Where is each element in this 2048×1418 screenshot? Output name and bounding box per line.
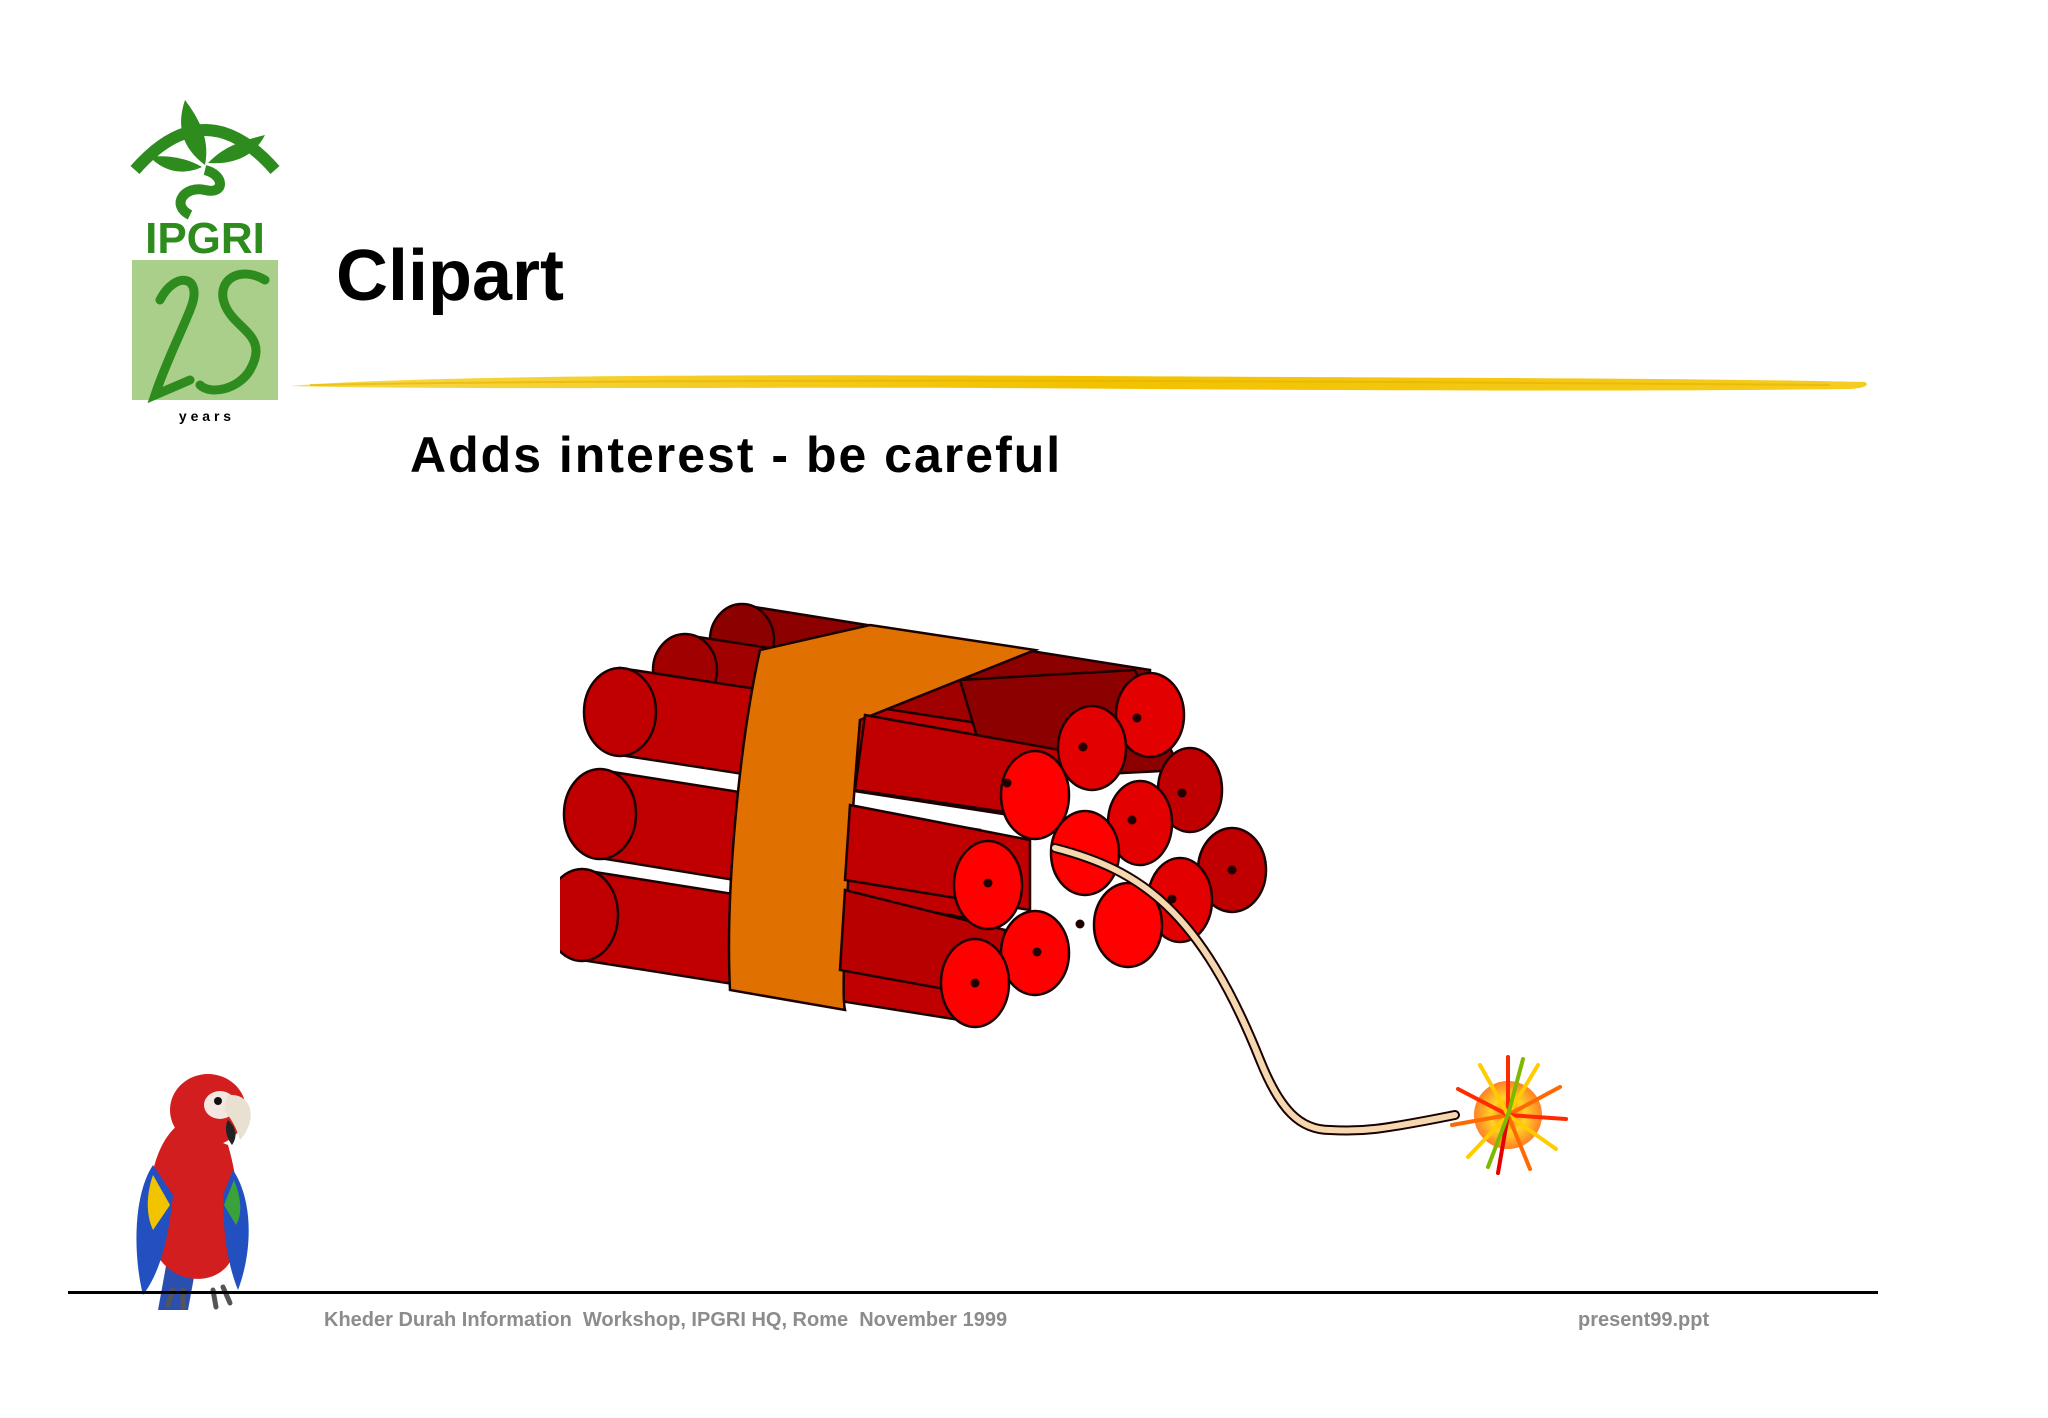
footer-rule xyxy=(68,1291,1878,1294)
ipgri-logo: IPGRI y e a r s xyxy=(130,100,280,424)
parrot-image xyxy=(136,1074,251,1310)
dynamite-clipart xyxy=(560,602,1568,1175)
footer-filename: present99.ppt xyxy=(1578,1309,1710,1331)
title-underline-brush xyxy=(290,375,1867,391)
logo-caption: y e a r s xyxy=(179,408,231,424)
slide-title: Clipart xyxy=(336,236,565,316)
logo-name: IPGRI xyxy=(145,214,265,263)
footer-event-text: Kheder Durah Information Workshop, IPGRI… xyxy=(324,1309,1008,1331)
slide-subtitle: Adds interest - be careful xyxy=(410,427,1063,483)
